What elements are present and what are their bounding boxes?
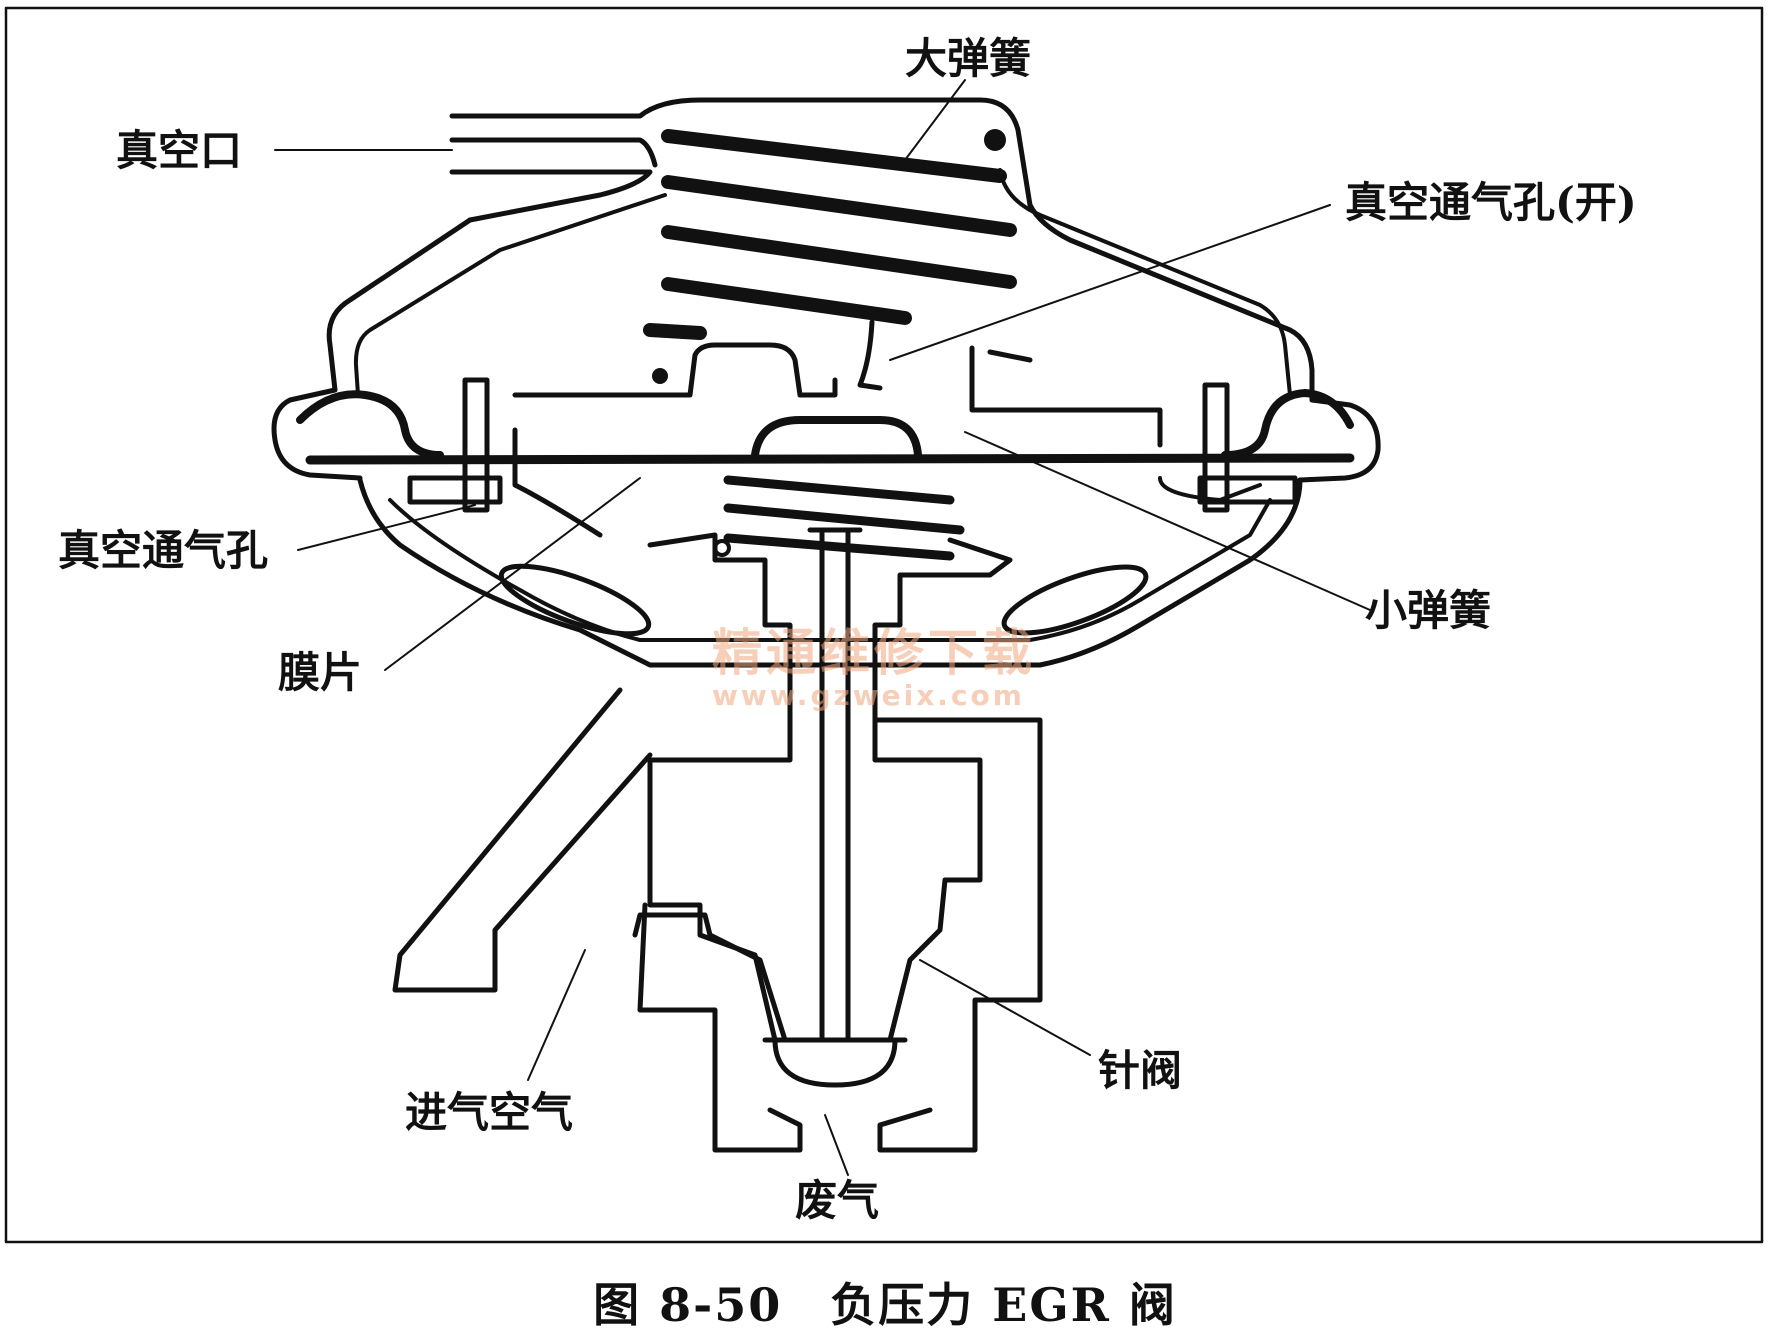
left-oval-opening — [498, 563, 652, 637]
bolts — [407, 377, 1298, 513]
label-needle-valve: 针阀 — [1098, 1046, 1183, 1095]
spring-seat — [512, 342, 838, 398]
label-vacuum-vent: 真空通气孔 — [58, 526, 269, 575]
lower-housing-outline — [357, 477, 1303, 668]
watermark-title: 精通维修下载 — [712, 624, 1036, 682]
label-small-spring: 小弹簧 — [1365, 586, 1492, 635]
watermark-url: www.gzweix.com — [712, 679, 1025, 712]
figure-caption: 图 8-50 负压力 EGR 阀 — [593, 1278, 1177, 1332]
label-vacuum-vent-open: 真空通气孔(开) — [1345, 178, 1637, 227]
upper-cover-outline — [271, 217, 473, 481]
lower-body-left — [392, 687, 793, 1043]
big-spring — [643, 129, 1017, 340]
label-diaphragm: 膜片 — [278, 648, 363, 697]
valve-stem — [807, 527, 863, 1043]
leader-lines — [274, 79, 1371, 1176]
right-oval-opening — [1001, 564, 1149, 636]
small-spring — [723, 475, 965, 561]
diaphragm-line — [305, 453, 1355, 465]
vacuum-port-tube — [449, 97, 1033, 223]
label-exhaust-gas: 废气 — [795, 1176, 880, 1225]
figure-frame — [4, 6, 1764, 1244]
valve-head — [772, 1037, 898, 1088]
label-vacuum-port: 真空口 — [116, 126, 243, 175]
label-intake-air: 进气空气 — [405, 1088, 574, 1137]
label-big-spring: 大弹簧 — [905, 34, 1032, 83]
